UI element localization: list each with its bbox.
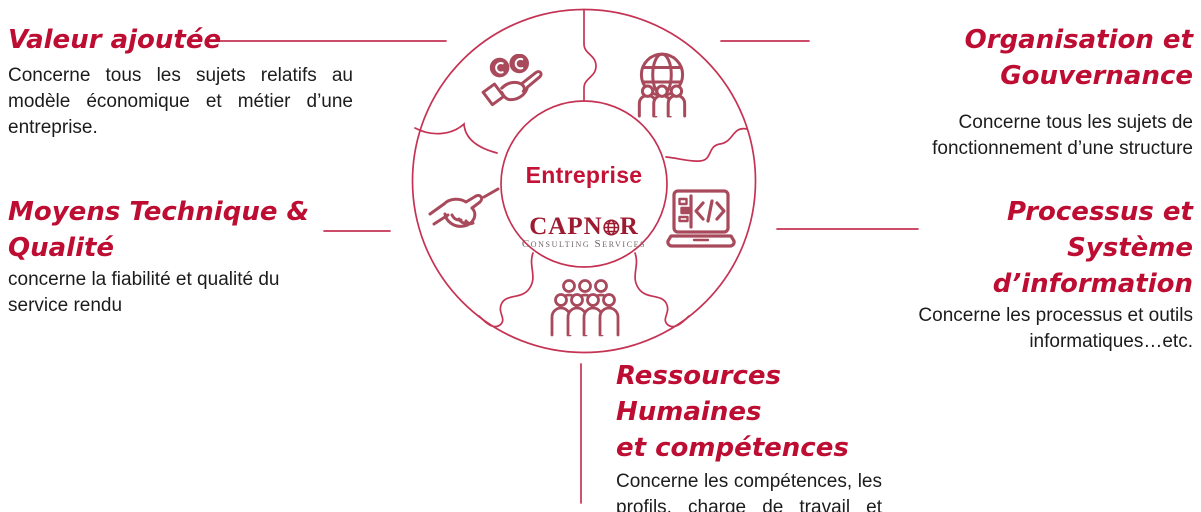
logo-text-left: CAPN — [529, 213, 603, 240]
section-processus-title-line2: d’information — [992, 269, 1193, 299]
section-processus: Processus et Système d’information Conce… — [893, 194, 1193, 355]
section-moyens-title-line1: Moyens Technique & — [8, 197, 310, 227]
section-moyens-title-line2: Qualité — [8, 233, 115, 263]
handshake-icon — [428, 186, 500, 242]
divider-left-lower — [478, 252, 534, 328]
capnor-logo: CAPN R Consulting Services — [522, 213, 646, 250]
hand-holding-coins-icon — [480, 54, 546, 112]
divider-right-lower — [634, 252, 690, 328]
section-processus-body: Concerne les processus et outils informa… — [918, 305, 1193, 352]
section-valeur-ajoutee: Valeur ajoutée Concerne tous les sujets … — [8, 22, 400, 141]
laptop-code-icon — [661, 188, 741, 250]
divider-right-upper — [665, 127, 748, 163]
globe-governance-icon — [629, 50, 695, 118]
logo-text-right: R — [619, 213, 639, 240]
section-organisation-title: Organisation et Gouvernance — [964, 25, 1193, 91]
section-ressources-title-line2: et compétences — [616, 433, 849, 463]
center-title: Entreprise — [525, 162, 643, 188]
section-ressources-title-line1: Ressources Humaines — [616, 361, 782, 427]
section-processus-title-line1: Processus et Système — [1006, 197, 1193, 263]
section-ressources-body: Concerne les compétences, les profils, c… — [616, 471, 882, 512]
section-moyens: Moyens Technique & Qualité concerne la f… — [8, 194, 348, 319]
divider-left-upper — [414, 122, 498, 154]
globe-logo-icon — [603, 219, 620, 236]
logo-tagline: Consulting Services — [521, 238, 647, 250]
section-organisation-body: Concerne tous les sujets de fonctionneme… — [932, 112, 1193, 159]
section-moyens-body: concerne la fiabilité et qualité du serv… — [8, 269, 280, 316]
section-valeur-body: Concerne tous les sujets relatifs au mod… — [8, 65, 353, 138]
section-organisation: Organisation et Gouvernance Concerne tou… — [825, 22, 1193, 162]
section-valeur-title: Valeur ajoutée — [8, 25, 222, 55]
section-ressources: Ressources Humaines et compétences Conce… — [616, 358, 906, 512]
divider-top — [583, 9, 597, 102]
people-group-icon — [549, 277, 621, 337]
